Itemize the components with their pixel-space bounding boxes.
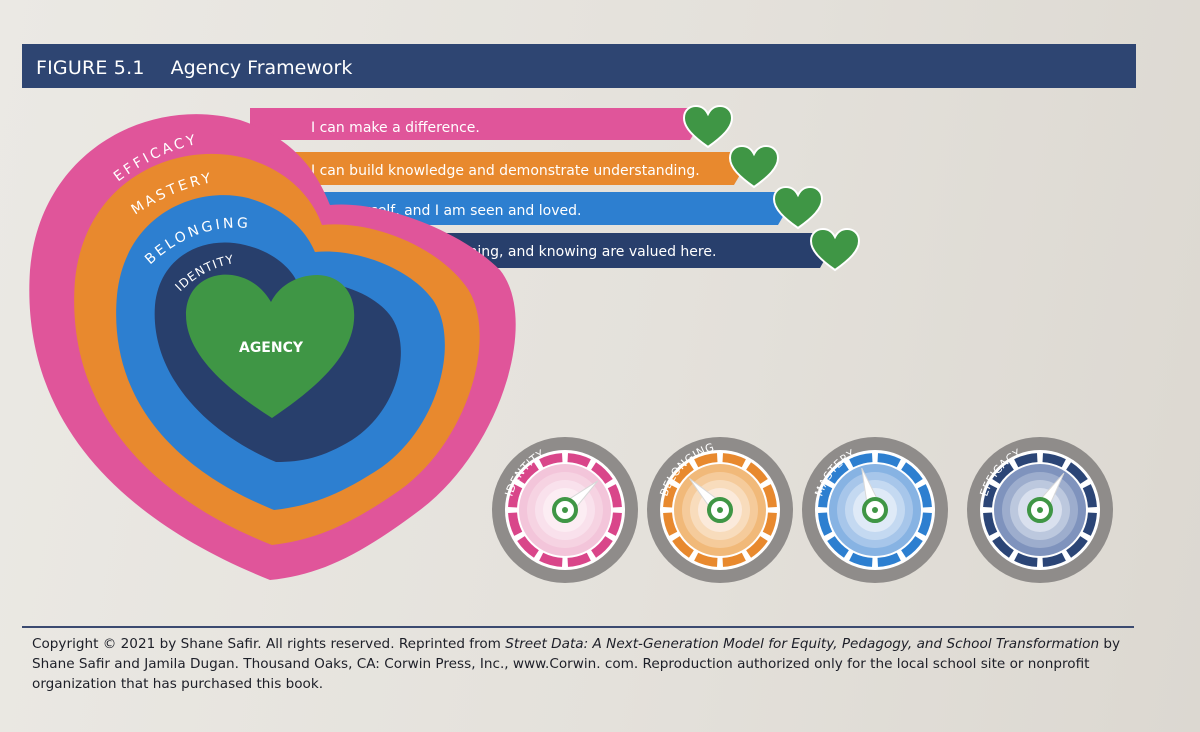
banner-efficacy: I can make a difference. (250, 108, 700, 140)
gauge-segment (746, 536, 768, 558)
agency-framework-diagram: I can make a difference. I can build kno… (29, 104, 1113, 583)
heart-icon (809, 227, 861, 272)
gauge-segment (663, 512, 678, 536)
footer-text-pre: Copyright © 2021 by Shane Safir. All rig… (32, 636, 506, 652)
gauge-segment (849, 453, 873, 468)
gauge-segment (539, 453, 563, 468)
gauge-segment (539, 552, 563, 567)
heart-icon (772, 185, 824, 230)
gauge-segment (983, 484, 998, 508)
gauge-segment (818, 512, 833, 536)
gauge-segment (722, 552, 746, 567)
gauge-segment (1066, 536, 1088, 558)
agency-heart (186, 274, 355, 418)
gauge-segment (607, 512, 622, 536)
gauge-segment (591, 462, 613, 484)
gauge-identity: IDENTITY (492, 437, 638, 583)
footer-book-title: Street Data: A Next-Generation Model for… (505, 636, 1100, 652)
figure-title: Agency Framework (170, 57, 353, 79)
gauge-hub-dot (872, 507, 878, 513)
gauge-segment (1042, 552, 1066, 567)
statement-banners: I can make a difference. I can build kno… (250, 108, 830, 268)
heart-icon (728, 144, 780, 189)
gauge-segment (591, 536, 613, 558)
gauge-segment (917, 484, 932, 508)
gauge-segment (508, 512, 523, 536)
gauge-segment (992, 536, 1014, 558)
gauge-segment (901, 536, 923, 558)
gauge-hub-dot (1037, 507, 1043, 513)
gauge-segment (818, 484, 833, 508)
gauge-hub-dot (717, 507, 723, 513)
gauge-segment (1082, 512, 1097, 536)
gauge-segment (901, 462, 923, 484)
gauge-segment (663, 484, 678, 508)
gauge-mastery: MASTERY (802, 437, 948, 583)
gauge-segment (762, 512, 777, 536)
copyright-footer: Copyright © 2021 by Shane Safir. All rig… (32, 634, 1142, 694)
gauge-segment (567, 552, 591, 567)
gauge-segment (1082, 484, 1097, 508)
gauge-segment (672, 536, 694, 558)
gauge-segment (1014, 552, 1038, 567)
footer-rule (22, 626, 1134, 628)
gauge-row: IDENTITY BELONGING MASTERY EFFICACY (492, 437, 1113, 583)
gauge-belonging: BELONGING (647, 437, 793, 583)
gauge-segment (672, 462, 694, 484)
gauge-segment (992, 462, 1014, 484)
figure-title-bar: FIGURE 5.1 Agency Framework (22, 44, 1136, 88)
gauge-segment (517, 536, 539, 558)
banner-hearts (682, 104, 861, 272)
core-label: AGENCY (239, 340, 304, 356)
gauge-efficacy: EFFICACY (967, 437, 1113, 583)
gauge-segment (567, 453, 591, 468)
gauge-segment (1042, 453, 1066, 468)
gauge-segment (877, 453, 901, 468)
gauge-segment (517, 462, 539, 484)
gauge-segment (722, 453, 746, 468)
gauge-segment (607, 484, 622, 508)
heart-icon (682, 104, 734, 149)
gauge-segment (877, 552, 901, 567)
gauge-segment (1066, 462, 1088, 484)
gauge-segment (983, 512, 998, 536)
footer-text-post: by Shane Safir and Jamila Dugan. Thousan… (32, 636, 1121, 692)
gauge-segment (917, 512, 932, 536)
gauge-hub-dot (562, 507, 568, 513)
gauge-segment (694, 552, 718, 567)
gauge-segment (508, 484, 523, 508)
gauge-segment (1014, 453, 1038, 468)
figure-number: FIGURE 5.1 (36, 57, 145, 79)
heart-rings: AGENCY (29, 114, 516, 581)
gauge-segment (849, 552, 873, 567)
gauge-segment (762, 484, 777, 508)
statement-mastery: I can build knowledge and demonstrate un… (311, 163, 700, 179)
gauge-segment (694, 453, 718, 468)
gauge-segment (827, 536, 849, 558)
gauge-segment (827, 462, 849, 484)
statement-efficacy: I can make a difference. (311, 120, 480, 136)
gauge-segment (746, 462, 768, 484)
banner-mastery: I can build knowledge and demonstrate un… (250, 152, 744, 185)
